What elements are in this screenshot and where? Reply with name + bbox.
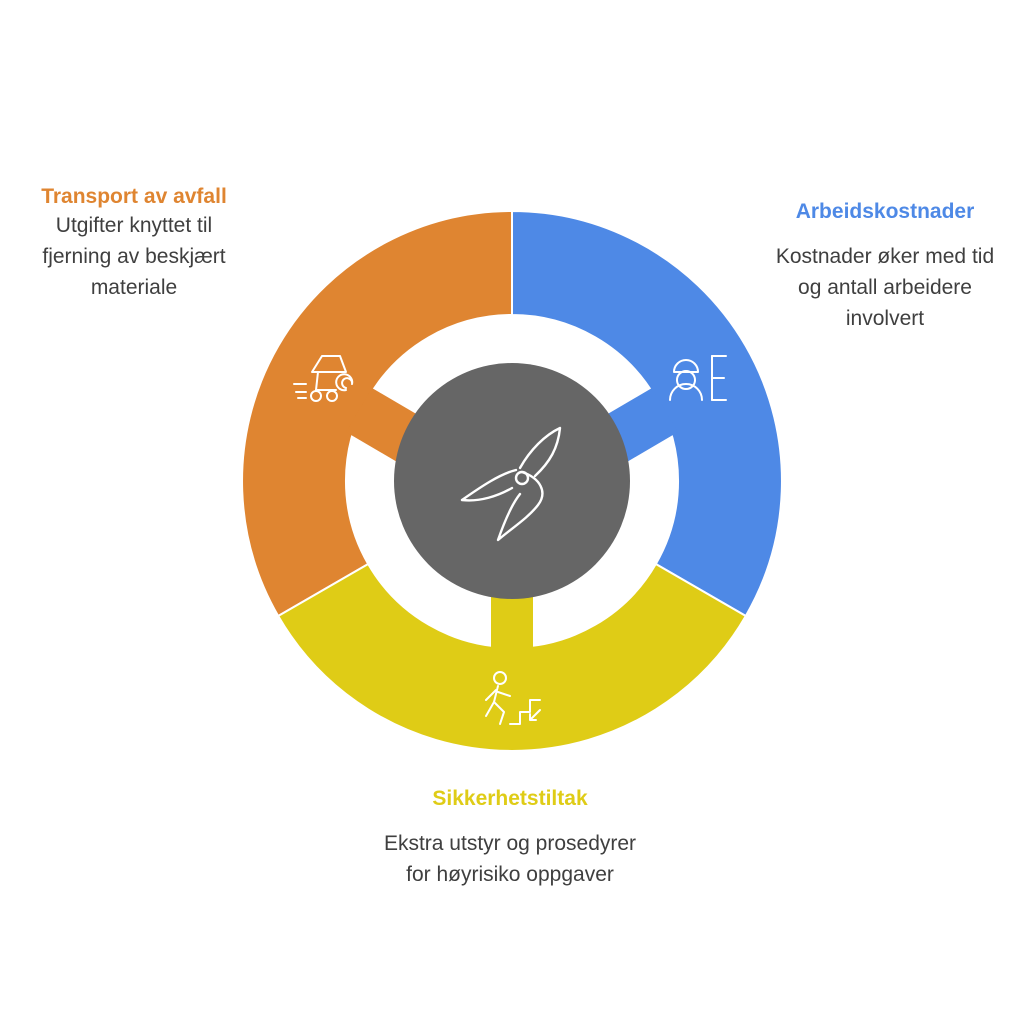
label-sikkerhet: Sikkerhetstiltak Ekstra utstyr og prosed… (380, 785, 640, 890)
pruning-shears-icon (460, 426, 562, 542)
sikkerhet-title: Sikkerhetstiltak (432, 787, 588, 810)
center-hub (394, 363, 630, 599)
sikkerhet-description: Ekstra utstyr og prosedyrer for høyrisik… (383, 832, 637, 886)
label-transport: Transport av avfall Utgifter knyttet til… (20, 183, 248, 303)
waste-vehicle-icon (293, 355, 354, 402)
label-arbeid: Arbeidskostnader Kostnader øker med tid … (765, 198, 1005, 334)
transport-description: Utgifter knyttet til fjerning av beskjær… (42, 214, 226, 299)
transport-title: Transport av avfall (41, 185, 227, 208)
arbeid-title: Arbeidskostnader (795, 200, 975, 223)
stairs-safety-icon (485, 671, 541, 725)
worker-icon (669, 355, 727, 401)
arbeid-description: Kostnader øker med tid og antall arbeide… (775, 245, 995, 330)
